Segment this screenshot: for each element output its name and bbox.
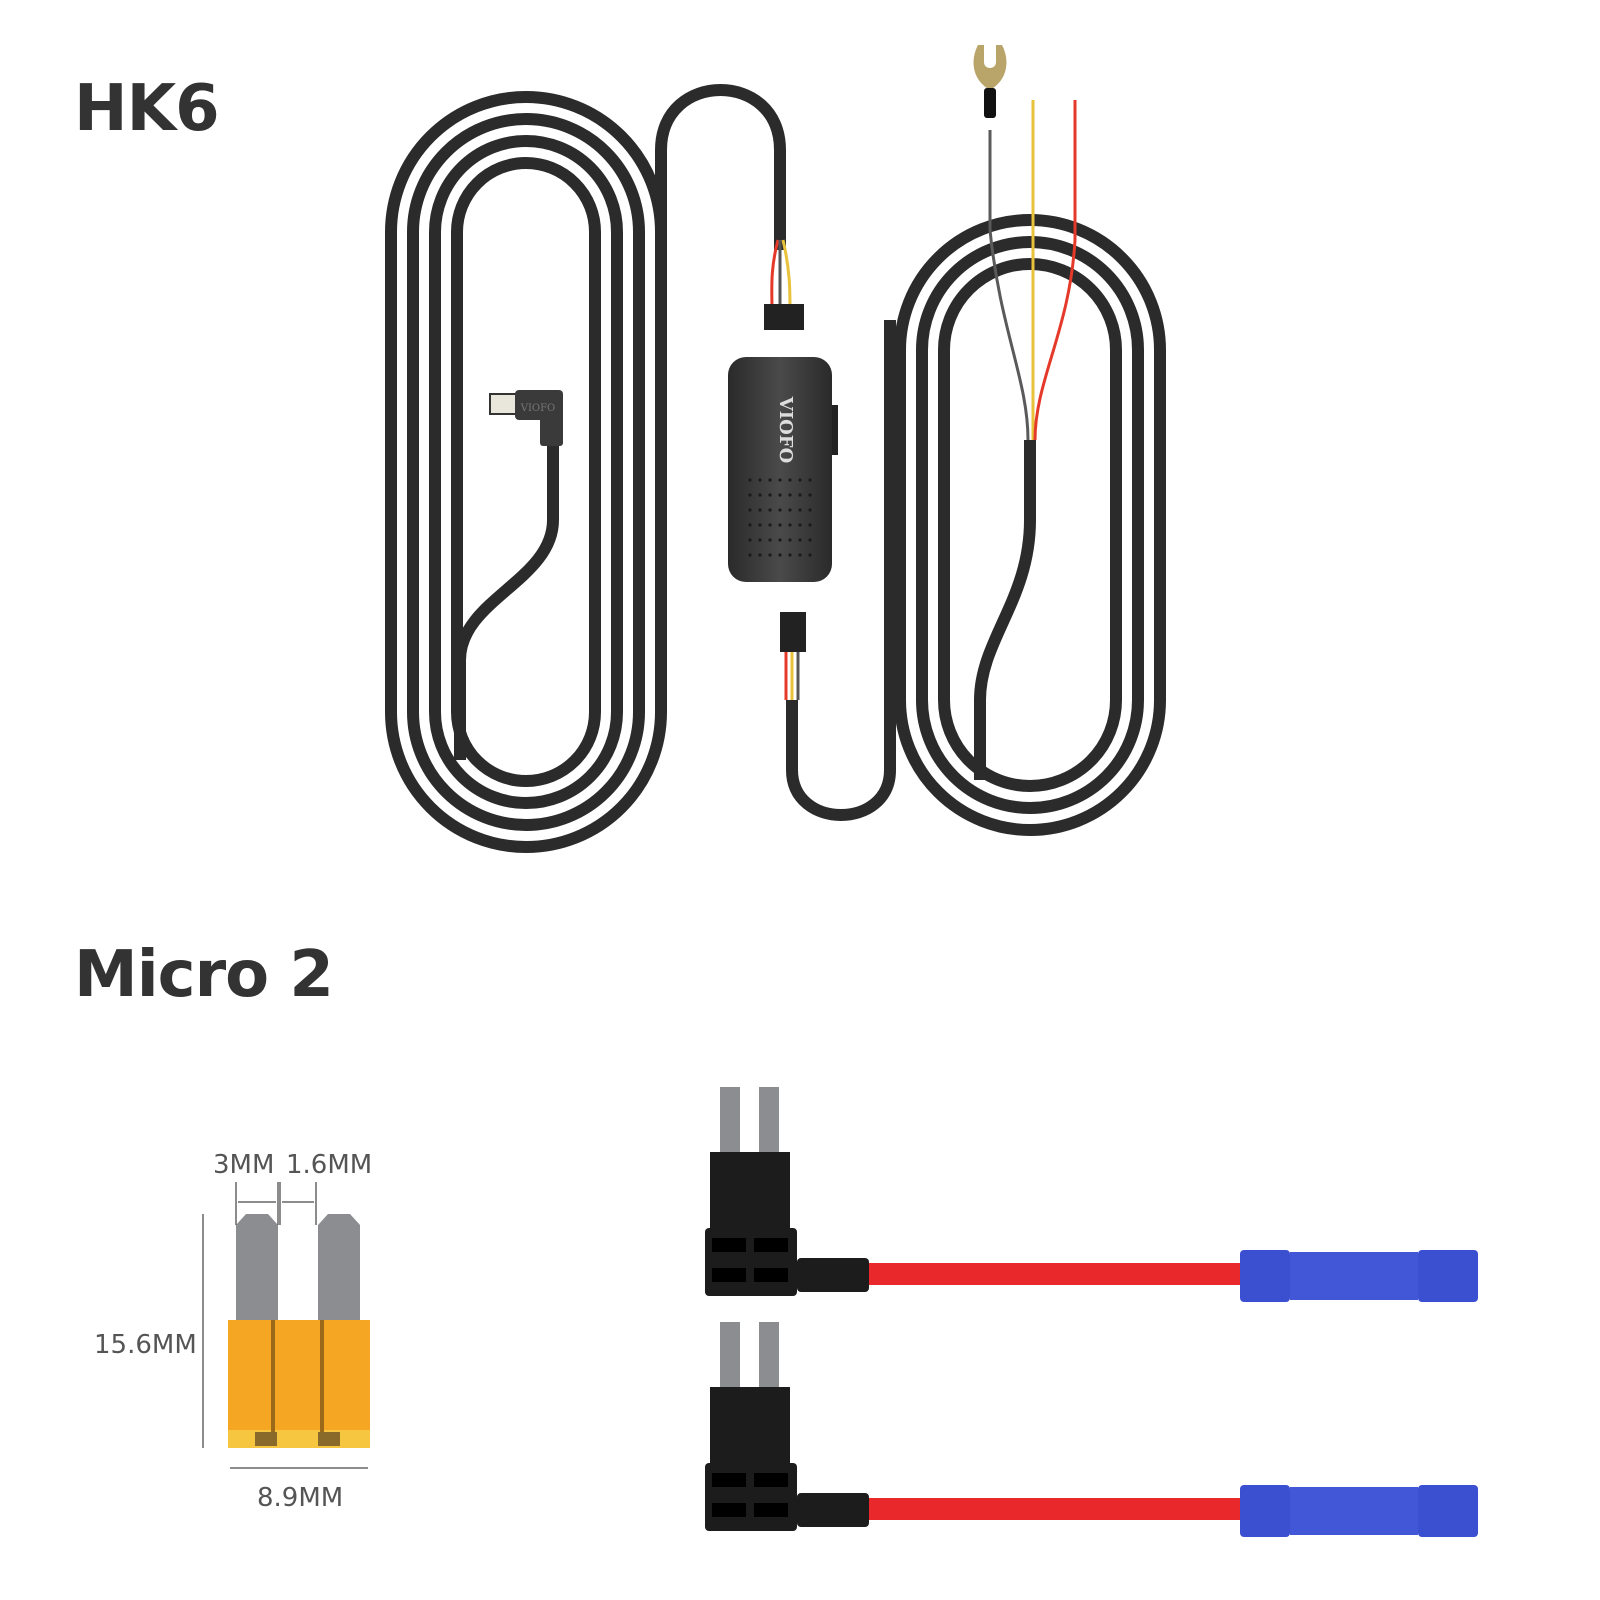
power-lead-wires <box>988 100 1077 441</box>
usb-c-connector: VIOFO <box>489 390 563 446</box>
fuse-blades <box>236 1214 360 1332</box>
hk6-hardwire-kit-illustration: VIOFO VIOFO <box>385 45 1166 853</box>
hardwire-box: VIOFO <box>728 357 838 582</box>
fuse-body <box>228 1320 370 1448</box>
hardwire-box-brand-label: VIOFO <box>775 396 796 464</box>
usb-c-brand-label: VIOFO <box>520 403 556 414</box>
fuse-width-label: 8.9MM <box>257 1483 344 1513</box>
section-title-micro2: Micro 2 <box>74 938 334 1012</box>
fuse-tap-2 <box>705 1322 1478 1537</box>
fuse-tap-1 <box>705 1087 1478 1302</box>
blade-gap-label: 1.6MM <box>286 1150 373 1180</box>
fuse-height-label: 15.6MM <box>94 1330 197 1360</box>
dimension-lines <box>202 1182 368 1469</box>
right-cable-coil <box>894 214 1166 836</box>
top-molex-connector <box>764 304 804 330</box>
bottom-molex-connector <box>780 612 806 652</box>
left-cable-coil <box>385 91 667 853</box>
ring-terminal-icon <box>973 45 1007 118</box>
blade-width-label: 3MM <box>213 1150 275 1180</box>
section-title-hk6: HK6 <box>74 72 220 146</box>
